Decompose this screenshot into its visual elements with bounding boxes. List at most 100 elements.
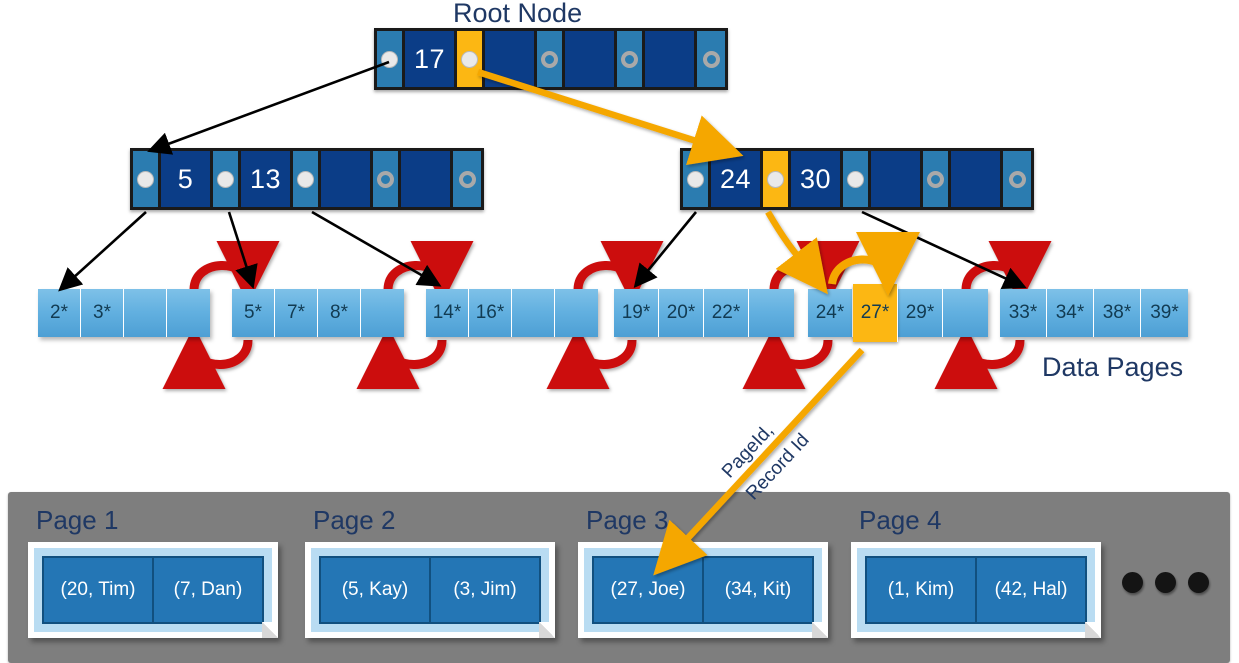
pointer-dot-icon [137, 170, 154, 188]
root-node-pointer-4[interactable] [537, 31, 565, 87]
more-pages-ellipsis [1122, 572, 1209, 593]
key-value: 24 [719, 163, 752, 194]
leaf-page-5-slot-2[interactable]: 29* [898, 289, 943, 337]
root-node-pointer-6[interactable] [617, 31, 645, 87]
internal-node-left-key-1[interactable]: 5 [161, 151, 213, 207]
pointer-dot-icon [767, 170, 784, 188]
internal-node-left-pointer-0[interactable] [133, 151, 161, 207]
key-value: 30 [799, 163, 832, 194]
leaf-page-5-slot-3[interactable] [943, 289, 988, 337]
key-value: 5 [177, 163, 194, 194]
leaf-page-4-slot-2[interactable]: 22* [704, 289, 749, 337]
internal-node-right[interactable]: 24 30 [680, 148, 1034, 210]
internal-node-right-key-7[interactable] [951, 151, 1003, 207]
root-node-key-5[interactable] [565, 31, 617, 87]
internal-node-right-pointer-6[interactable] [923, 151, 951, 207]
page-card-frame: (20, Tim)(7, Dan) [28, 542, 278, 638]
leaf-page-5[interactable]: 24*27*29* [808, 284, 988, 342]
page-fold-corner-icon [812, 622, 828, 638]
leaf-page-6-slot-1[interactable]: 34* [1047, 289, 1094, 337]
root-node[interactable]: 17 [374, 28, 728, 90]
internal-node-right-pointer-2[interactable] [763, 151, 791, 207]
page-card-frame: (5, Kay)(3, Jim) [305, 542, 555, 638]
record-row: (20, Tim)(7, Dan) [42, 556, 264, 624]
leaf-page-1-slot-1[interactable]: 3* [81, 289, 124, 337]
leaf-page-2-slot-1[interactable]: 7* [275, 289, 318, 337]
leaf-page-6-slot-3[interactable]: 39* [1141, 289, 1188, 337]
ellipsis-dot [1122, 572, 1143, 593]
leaf-page-6-slot-2[interactable]: 38* [1094, 289, 1141, 337]
leaf-page-3-slot-2[interactable] [512, 289, 555, 337]
page-fold-corner-icon [539, 622, 555, 638]
leaf-page-1[interactable]: 2*3* [38, 289, 210, 337]
internal-node-right-pointer-8[interactable] [1003, 151, 1031, 207]
internal-node-left-key-7[interactable] [401, 151, 453, 207]
leaf-page-4-slot-1[interactable]: 20* [659, 289, 704, 337]
internal-node-left-pointer-8[interactable] [453, 151, 481, 207]
leaf-page-6[interactable]: 33*34*38*39* [1000, 289, 1188, 337]
leaf-page-1-slot-3[interactable] [167, 289, 210, 337]
leaf-page-3[interactable]: 14*16* [426, 289, 598, 337]
record-row: (5, Kay)(3, Jim) [319, 556, 541, 624]
page-card-body: (5, Kay)(3, Jim) [311, 548, 549, 632]
leaf-page-3-slot-3[interactable] [555, 289, 598, 337]
leaf-page-3-slot-0[interactable]: 14* [426, 289, 469, 337]
pointer-dot-icon [461, 50, 478, 68]
page-3-card[interactable]: (27, Joe)(34, Kit) [578, 542, 828, 638]
leaf-page-5-slot-1[interactable]: 27* [853, 284, 898, 342]
leaf-page-4-slot-0[interactable]: 19* [614, 289, 659, 337]
page-2-card[interactable]: (5, Kay)(3, Jim) [305, 542, 555, 638]
leaf-page-3-slot-1[interactable]: 16* [469, 289, 512, 337]
internal-node-right-key-1[interactable]: 24 [711, 151, 763, 207]
page-2-record-1[interactable]: (3, Jim) [430, 556, 541, 624]
internal-node-right-pointer-0[interactable] [683, 151, 711, 207]
page-1-record-1[interactable]: (7, Dan) [153, 556, 264, 624]
root-node-key-3[interactable] [485, 31, 537, 87]
record-row: (27, Joe)(34, Kit) [592, 556, 814, 624]
leaf-page-4-slot-3[interactable] [749, 289, 794, 337]
page-4-record-1[interactable]: (42, Hal) [976, 556, 1087, 624]
pointer-dot-icon [297, 170, 314, 188]
page-4-card[interactable]: (1, Kim)(42, Hal) [851, 542, 1101, 638]
key-value: 13 [249, 163, 282, 194]
leaf-page-2-slot-2[interactable]: 8* [318, 289, 361, 337]
page-2-record-0[interactable]: (5, Kay) [319, 556, 430, 624]
internal-node-left-pointer-2[interactable] [213, 151, 241, 207]
pointer-dot-icon [377, 170, 394, 188]
internal-node-right-key-5[interactable] [871, 151, 923, 207]
pointer-dot-icon [927, 170, 944, 188]
internal-node-left-key-3[interactable]: 13 [241, 151, 293, 207]
page-1-card[interactable]: (20, Tim)(7, Dan) [28, 542, 278, 638]
leaf-page-2-slot-0[interactable]: 5* [232, 289, 275, 337]
internal-node-left-pointer-4[interactable] [293, 151, 321, 207]
internal-node-left-key-5[interactable] [321, 151, 373, 207]
page-card-frame: (27, Joe)(34, Kit) [578, 542, 828, 638]
root-node-key-1[interactable]: 17 [405, 31, 457, 87]
root-node-pointer-0[interactable] [377, 31, 405, 87]
leaf-page-2[interactable]: 5*7*8* [232, 289, 404, 337]
internal-node-right-key-3[interactable]: 30 [791, 151, 843, 207]
pointer-dot-icon [381, 50, 398, 68]
leaf-page-4[interactable]: 19*20*22* [614, 289, 794, 337]
page-fold-corner-icon [262, 622, 278, 638]
key-value: 17 [413, 43, 446, 74]
pointer-dot-icon [541, 50, 558, 68]
root-node-pointer-8[interactable] [697, 31, 725, 87]
page-2-title: Page 2 [313, 505, 396, 535]
leaf-page-2-slot-3[interactable] [361, 289, 404, 337]
page-3-record-0[interactable]: (27, Joe) [592, 556, 703, 624]
page-card-body: (1, Kim)(42, Hal) [857, 548, 1095, 632]
page-4-record-0[interactable]: (1, Kim) [865, 556, 976, 624]
leaf-page-1-slot-0[interactable]: 2* [38, 289, 81, 337]
internal-node-left-pointer-6[interactable] [373, 151, 401, 207]
leaf-page-6-slot-0[interactable]: 33* [1000, 289, 1047, 337]
root-node-key-7[interactable] [645, 31, 697, 87]
pointer-dot-icon [621, 50, 638, 68]
page-3-record-1[interactable]: (34, Kit) [703, 556, 814, 624]
leaf-page-1-slot-2[interactable] [124, 289, 167, 337]
page-1-record-0[interactable]: (20, Tim) [42, 556, 153, 624]
internal-node-right-pointer-4[interactable] [843, 151, 871, 207]
root-node-pointer-2[interactable] [457, 31, 485, 87]
internal-node-left[interactable]: 5 13 [130, 148, 484, 210]
leaf-page-5-slot-0[interactable]: 24* [808, 289, 853, 337]
